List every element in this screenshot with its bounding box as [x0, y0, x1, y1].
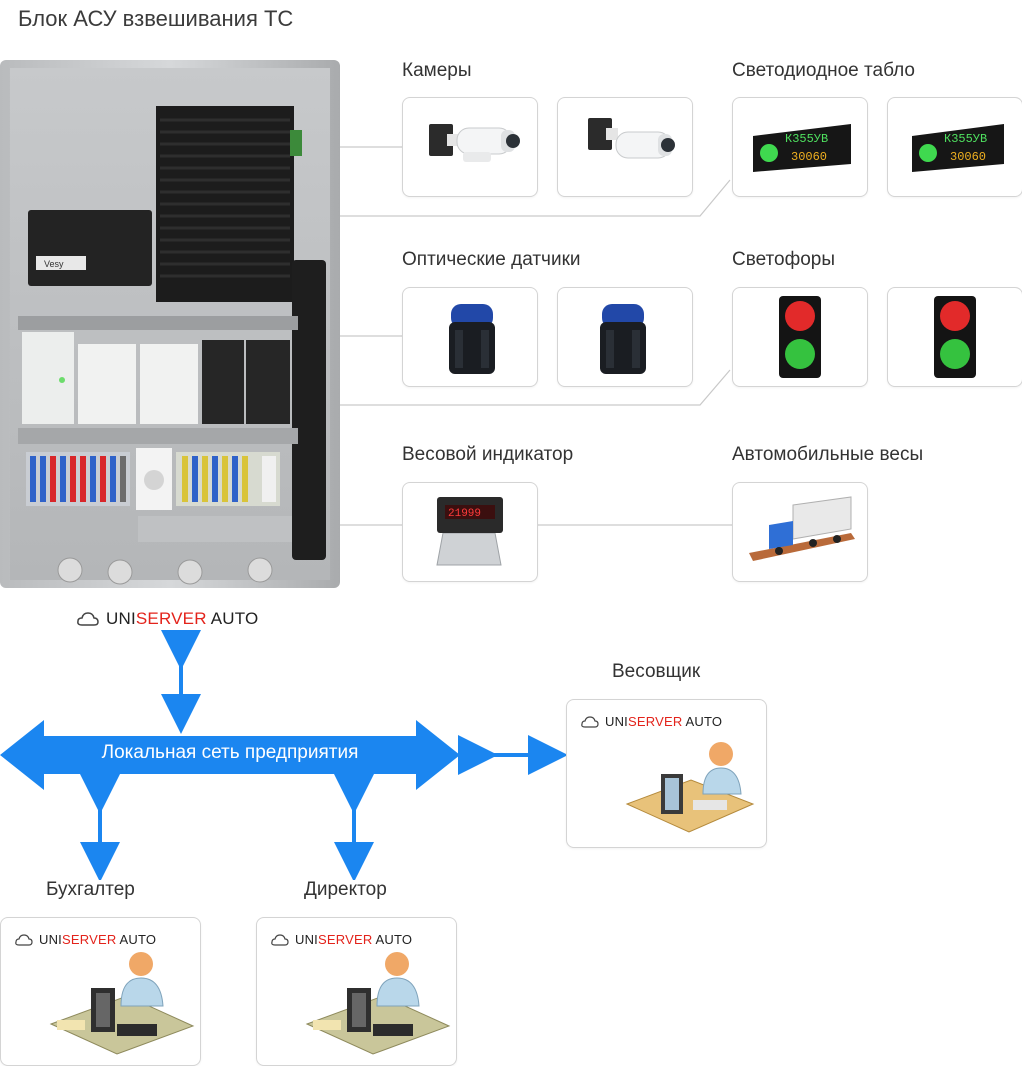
camera-card-1 [402, 97, 538, 197]
page-title: Блок АСУ взвешивания ТС [18, 6, 294, 31]
truck-scale-icon [749, 496, 855, 561]
optical-sensor-card-2 [557, 287, 693, 387]
traffic-light-icon [934, 296, 976, 378]
network-label: Локальная сеть предприятия [101, 742, 359, 763]
led-board-icon: К355УВ 30060 [753, 124, 851, 172]
optical-sensors-label: Оптические датчики [402, 249, 581, 270]
led-board-plate-text: К355УВ [785, 132, 828, 146]
optical-sensor-card-1 [402, 287, 538, 387]
led-board-label: Светодиодное табло [732, 60, 915, 81]
cloud-icon [77, 612, 99, 626]
network-arrows [0, 630, 568, 880]
cloud-icon [581, 715, 599, 728]
workstation-person-icon [625, 742, 755, 833]
weight-indicator-icon: 21999 [436, 497, 503, 566]
truck-scales-label: Автомобильные весы [732, 444, 924, 465]
traffic-light-icon [779, 296, 821, 378]
indicator-display-text: 21999 [448, 508, 481, 520]
camera-icon [429, 124, 520, 162]
optical-sensor-icon [449, 304, 495, 374]
led-board-card-1: К355УВ 30060 [732, 97, 868, 197]
uniserver-auto-brand: UNISERVER AUTO [271, 932, 412, 947]
traffic-lights-label: Светофоры [732, 249, 836, 270]
uniserver-auto-brand: UNISERVER AUTO [581, 714, 722, 729]
weight-indicator-label: Весовой индикатор [402, 444, 574, 465]
camera-icon [588, 118, 675, 159]
cloud-icon [15, 933, 33, 946]
weigher-label: Весовщик [612, 661, 701, 682]
cabinet-brand-label: Vesy [44, 259, 64, 269]
director-workstation-card: UNISERVER AUTO [256, 917, 457, 1066]
weigher-workstation-card: UNISERVER AUTO [566, 699, 767, 848]
traffic-light-card-1 [732, 287, 868, 387]
led-board-weight-text: 30060 [950, 150, 986, 164]
accountant-workstation-card: UNISERVER AUTO [0, 917, 201, 1066]
led-board-card-2: К355УВ 30060 [887, 97, 1022, 197]
led-board-weight-text: 30060 [791, 150, 827, 164]
led-board-icon: К355УВ 30060 [912, 124, 1004, 172]
uniserver-auto-brand: UNISERVER AUTO [15, 932, 156, 947]
workstation-person-icon [305, 952, 451, 1055]
connector-lines [340, 146, 732, 526]
led-board-plate-text: К355УВ [944, 132, 987, 146]
uniserver-auto-brand: UNISERVER AUTO [76, 609, 258, 629]
optical-sensor-icon [600, 304, 646, 374]
cloud-icon [271, 933, 289, 946]
weight-indicator-card: 21999 [402, 482, 538, 582]
traffic-light-card-2 [887, 287, 1022, 387]
accountant-label: Бухгалтер [46, 879, 135, 900]
control-cabinet-image: Vesy [0, 60, 340, 588]
camera-card-2 [557, 97, 693, 197]
workstation-person-icon [49, 952, 195, 1055]
cameras-label: Камеры [402, 60, 472, 81]
truck-scales-card [732, 482, 868, 582]
director-label: Директор [304, 879, 387, 900]
